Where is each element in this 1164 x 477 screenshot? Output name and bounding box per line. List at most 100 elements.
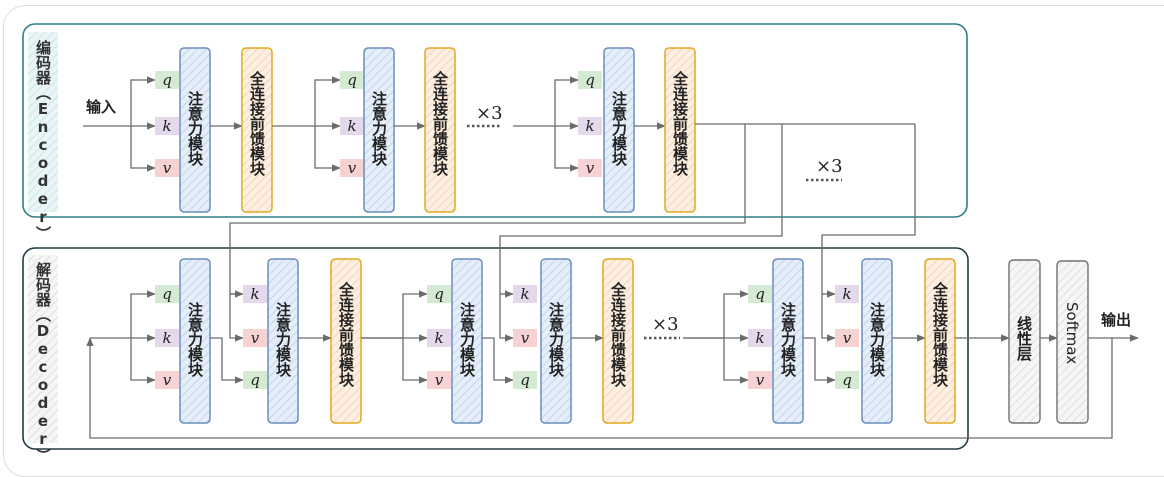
encoder-to-decoder-2: [499, 124, 783, 294]
decoder-ffn-block-3-label: 全连接前馈模块: [931, 281, 949, 388]
input-v-pill: [340, 159, 364, 177]
input-k-pill: [155, 117, 179, 135]
connector-arrow: [821, 294, 836, 342]
decoder-ffn-block-3: [924, 258, 956, 424]
encoder-label: 编码器（Encoder）: [34, 39, 52, 241]
input-v-label: v: [756, 371, 765, 389]
input-k-pill: [748, 329, 772, 347]
decoder-cross-attention-block-3-label: 注意力模块: [868, 301, 886, 378]
connector-arrow: [314, 126, 341, 172]
decoder-label-bg: [28, 255, 58, 443]
input-v-pill: [243, 329, 267, 347]
input-k-label: k: [842, 285, 851, 303]
encoder-ffn-block-3: [664, 47, 696, 213]
encoder-attention-block-2-label: 注意力模块: [370, 90, 388, 167]
input-v-pill: [155, 371, 179, 389]
input-v-label: v: [435, 371, 444, 389]
linear-layer-block: [1008, 259, 1041, 424]
input-k-pill: [835, 285, 859, 303]
output-label: 输出: [1101, 311, 1131, 329]
input-k-label: k: [434, 329, 443, 347]
decoder-ffn-block-1-label: 全连接前馈模块: [337, 281, 355, 388]
input-k-pill: [578, 117, 602, 135]
encoder-ffn-block-2-label: 全连接前馈模块: [431, 70, 449, 177]
decoder-repeat-label: ×3: [652, 314, 679, 335]
input-k-pill: [340, 117, 364, 135]
decoder-cross-attention-block-1-label: 注意力模块: [274, 301, 292, 378]
connector-arrow: [130, 338, 156, 384]
input-q-label: q: [162, 285, 172, 303]
encoder-attention-block-2: [363, 47, 395, 213]
linear-layer-label: 线性层: [1015, 315, 1033, 362]
encoder-attention-block-3-label: 注意力模块: [610, 90, 628, 167]
decoder-ffn-block-2: [602, 258, 634, 424]
encoder-attention-block-1: [179, 47, 211, 213]
input-k-label: k: [162, 329, 171, 347]
input-q-pill: [835, 371, 859, 389]
decoder-self-attention-block-3-label: 注意力模块: [779, 301, 797, 378]
input-v-label: v: [586, 159, 595, 177]
encoder-side-repeat-label: ×3: [816, 156, 843, 177]
input-q-pill: [340, 71, 364, 89]
input-v-pill: [513, 329, 537, 347]
input-q-label: q: [162, 71, 172, 89]
input-k-label: k: [520, 285, 529, 303]
input-v-label: v: [348, 159, 357, 177]
input-k-pill: [513, 285, 537, 303]
decoder-self-attention-block-1-label: 注意力模块: [186, 301, 204, 378]
input-v-pill: [427, 371, 451, 389]
input-q-label: q: [755, 285, 765, 303]
connector-arrow: [210, 337, 244, 384]
encoder-container: [22, 23, 968, 218]
connector-arrow: [803, 337, 836, 384]
connector-arrow: [499, 294, 514, 342]
input-q-label: q: [347, 71, 357, 89]
softmax-block: [1056, 260, 1089, 424]
input-q-pill: [748, 285, 772, 303]
input-k-label: k: [347, 117, 356, 135]
decoder-cross-attention-block-3: [861, 258, 893, 424]
decoder-cross-attention-block-2-label: 注意力模块: [547, 301, 565, 378]
input-v-pill: [835, 329, 859, 347]
input-k-pill: [427, 329, 451, 347]
input-v-label: v: [843, 329, 852, 347]
input-k-label: k: [585, 117, 594, 135]
decoder-self-attention-block-2: [451, 258, 483, 424]
input-q-pill: [578, 71, 602, 89]
connector-arrow: [723, 338, 749, 384]
decoder-cross-attention-block-2: [540, 258, 572, 424]
connector-arrow: [130, 76, 156, 126]
input-v-label: v: [163, 371, 172, 389]
connector-arrow: [229, 294, 244, 342]
decoder-ffn-block-2-label: 全连接前馈模块: [609, 281, 627, 388]
input-v-label: v: [521, 329, 530, 347]
input-q-label: q: [520, 371, 530, 389]
decoder-self-attention-block-2-label: 注意力模块: [458, 301, 476, 378]
encoder-ffn-block-2: [424, 47, 456, 213]
encoder-label-bg: [28, 32, 58, 212]
connector-arrow: [402, 290, 428, 338]
encoder-to-decoder-3: [821, 124, 916, 294]
encoder-ffn-block-1-label: 全连接前馈模块: [248, 70, 266, 177]
decoder-cross-attention-block-1: [267, 258, 299, 424]
encoder-ffn-block-3-label: 全连接前馈模块: [671, 70, 689, 177]
softmax-label: Softmax: [1063, 302, 1081, 364]
decoder-self-attention-block-1: [179, 258, 211, 424]
decoder-label: 解码器（Decoder）: [34, 261, 52, 461]
connector-arrow: [482, 337, 514, 384]
decoder-ffn-block-1: [330, 258, 362, 424]
input-k-label: k: [250, 285, 259, 303]
input-k-label: k: [755, 329, 764, 347]
input-label: 输入: [86, 98, 116, 116]
input-q-label: q: [434, 285, 444, 303]
input-v-pill: [578, 159, 602, 177]
input-q-label: q: [585, 71, 595, 89]
connector-arrow: [554, 126, 579, 172]
input-q-pill: [427, 285, 451, 303]
input-v-pill: [155, 159, 179, 177]
input-q-pill: [513, 371, 537, 389]
input-q-pill: [155, 285, 179, 303]
decoder-self-attention-block-3: [772, 258, 804, 424]
connector-arrow: [554, 76, 579, 126]
input-k-pill: [155, 329, 179, 347]
